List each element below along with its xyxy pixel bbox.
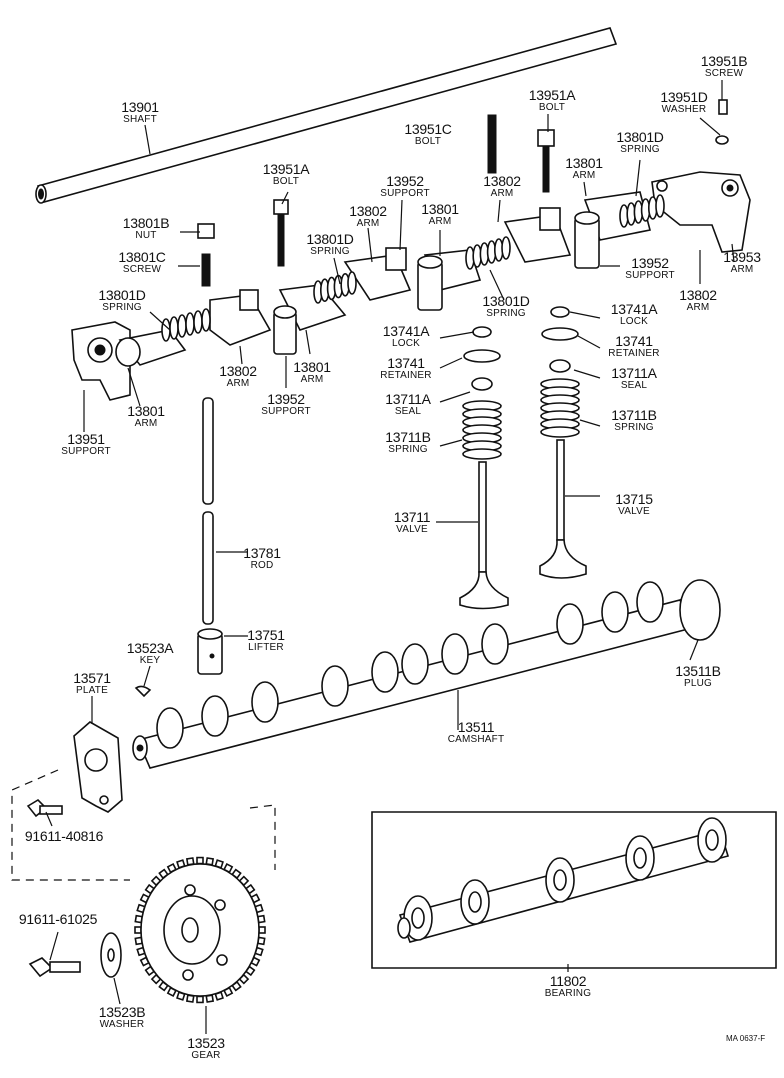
plate-drawing	[73, 721, 123, 813]
label-91611-40816: 91611-40816	[24, 828, 104, 844]
camshaft-drawing	[132, 581, 694, 769]
rocker-assembly-drawing	[71, 171, 751, 401]
bearing-drawing	[371, 811, 777, 969]
leader-lines	[45, 80, 735, 1034]
rocker-springs-drawing	[161, 194, 665, 342]
label-91611-61025: 91611-61025	[18, 911, 98, 927]
valves-drawing	[459, 306, 587, 610]
key-drawing	[134, 685, 152, 698]
plug-drawing	[679, 579, 721, 641]
shaft-drawing	[35, 27, 618, 204]
bolt-91611-drawing	[26, 798, 81, 978]
rocker-bolts-drawing	[197, 99, 729, 287]
pushrod-lifter-drawing	[197, 397, 223, 675]
figure-code: MA 0637-F	[726, 1034, 766, 1043]
gear-drawing	[134, 856, 266, 1004]
